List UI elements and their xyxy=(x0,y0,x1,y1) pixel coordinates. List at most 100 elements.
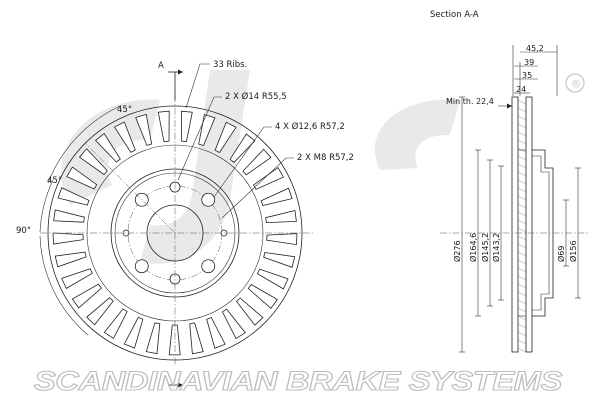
vent-rib xyxy=(517,339,527,345)
diameter-label: Ø145,2 xyxy=(480,233,490,262)
rib-slot xyxy=(54,251,87,268)
vent-rib xyxy=(517,99,527,105)
rib-slot xyxy=(247,283,278,309)
width-label-1: 45,2 xyxy=(526,44,544,53)
vent-rib xyxy=(517,251,527,257)
rib-slot xyxy=(229,133,256,163)
front-view: A 45° 45° 90° 33 Ribs. 2 X Ø14 R55,5 4 X… xyxy=(16,60,354,388)
vent-hatching xyxy=(517,99,527,353)
vent-rib xyxy=(517,235,527,241)
diameter-label: Ø156 xyxy=(568,240,578,262)
rib-slot xyxy=(221,308,246,340)
rib-slot xyxy=(266,233,298,246)
section-title: Section A-A xyxy=(430,10,479,20)
rib-slot xyxy=(242,148,272,176)
rib-slot xyxy=(180,110,193,143)
inner-friction-plate xyxy=(525,96,533,353)
vent-rib xyxy=(517,219,527,225)
angle-arc-left xyxy=(39,235,89,336)
angle-label-top: 45° xyxy=(117,105,132,115)
diameter-label: Ø143,2 xyxy=(491,233,501,262)
section-view: Section A-A 45,2 39 35 24 Min th. 22,4 Ø… xyxy=(430,10,590,353)
wheel-bolt-hole xyxy=(201,192,216,207)
vent-rib xyxy=(517,107,527,113)
vent-rib xyxy=(517,243,527,249)
vent-rib xyxy=(517,299,527,305)
angle-label-mid: 45° xyxy=(47,176,62,186)
rib-slot xyxy=(206,316,226,349)
rib-slot xyxy=(78,148,108,176)
rib-slot xyxy=(145,322,161,355)
vent-rib xyxy=(517,267,527,273)
vent-rib xyxy=(517,283,527,289)
vent-rib xyxy=(517,155,527,161)
width-label-3: 35 xyxy=(522,71,532,80)
diameter-label: Ø276 xyxy=(452,240,462,262)
rib-slot xyxy=(61,268,93,289)
outer-friction-plate xyxy=(511,96,519,353)
width-label-4: 24 xyxy=(516,85,526,94)
rib-slot xyxy=(214,121,237,154)
rib-slot xyxy=(71,283,102,309)
rib-slot xyxy=(113,121,136,153)
rib-slot xyxy=(256,268,289,290)
angle-arc-top xyxy=(47,105,121,184)
rib-slot xyxy=(189,322,204,355)
vent-rib xyxy=(517,187,527,193)
rib-slot xyxy=(265,210,297,224)
vent-rib xyxy=(517,195,527,201)
rib-slot xyxy=(57,187,90,206)
diagonal-centerline xyxy=(84,142,176,234)
rib-slot xyxy=(235,297,264,326)
holes-2-label: 4 X Ø12,6 R57,2 xyxy=(275,121,345,132)
vent-rib xyxy=(517,291,527,297)
vent-rib xyxy=(517,323,527,329)
vent-rib xyxy=(517,275,527,281)
holes-1-label: 2 X Ø14 R55,5 xyxy=(225,91,287,102)
vent-rib xyxy=(517,227,527,233)
registered-mark: ® xyxy=(571,78,582,91)
rib-slot xyxy=(135,113,153,146)
vent-rib xyxy=(517,139,527,145)
width-label-2: 39 xyxy=(524,58,534,67)
vent-rib xyxy=(517,203,527,209)
rib-slot xyxy=(95,133,121,163)
vent-rib xyxy=(517,163,527,169)
min-thickness-label: Min th. 22,4 xyxy=(446,97,494,106)
brand-name: SCANDINAVIAN BRAKE SYSTEMS xyxy=(34,366,562,396)
rib-slot xyxy=(252,167,284,190)
vent-rib xyxy=(517,307,527,313)
rib-slot xyxy=(86,297,114,326)
vent-rib xyxy=(517,331,527,337)
rib-slot xyxy=(66,166,98,190)
ribs-leader xyxy=(185,63,210,109)
rib-slot xyxy=(53,209,85,223)
holes-1-leader xyxy=(177,96,222,181)
holes-3-label: 2 X M8 R57,2 xyxy=(297,153,354,163)
vent-rib xyxy=(517,123,527,129)
diameter-label: Ø164,6 xyxy=(468,233,478,262)
angle-arc-mid xyxy=(39,179,54,233)
vent-rib xyxy=(517,179,527,185)
vent-rib xyxy=(517,115,527,121)
cooling-ribs xyxy=(52,110,298,356)
registered-mark-ring xyxy=(565,73,585,93)
diameter-label: Ø69 xyxy=(556,246,566,262)
rib-slot xyxy=(263,252,296,268)
holes-3-leader xyxy=(221,157,294,219)
vent-rib xyxy=(517,259,527,265)
section-marker-label: A xyxy=(158,61,164,71)
wheel-bolt-hole xyxy=(201,259,216,274)
rib-slot xyxy=(103,308,128,339)
wheel-bolt-hole xyxy=(134,259,149,274)
rib-slot xyxy=(168,324,181,356)
ribs-label: 33 Ribs. xyxy=(213,60,247,70)
vent-rib xyxy=(517,171,527,177)
holes-2-leader xyxy=(213,126,272,198)
rib-slot xyxy=(123,316,144,349)
vent-rib xyxy=(517,347,527,353)
rib-slot xyxy=(198,114,216,146)
vent-rib xyxy=(517,315,527,321)
vent-rib xyxy=(517,131,527,137)
